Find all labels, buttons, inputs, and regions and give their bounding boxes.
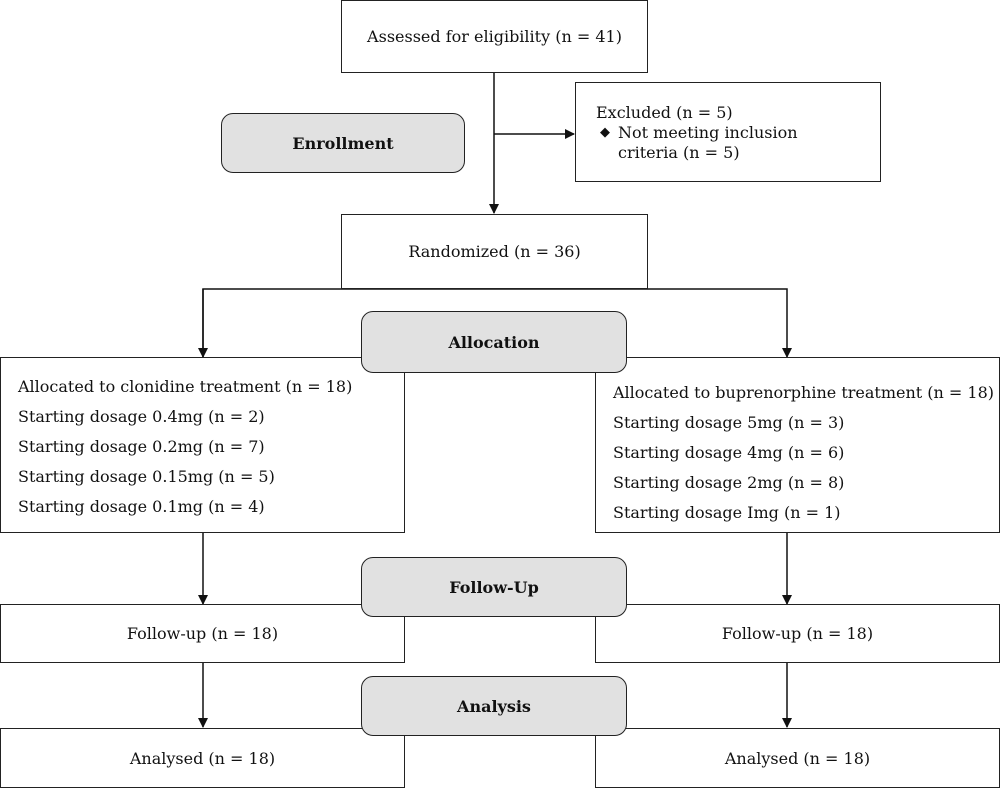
excluded-title: Excluded (n = 5) (596, 103, 733, 122)
clonidine-followup-box: Follow-up (n = 18) (0, 604, 405, 663)
buprenorphine-line: Starting dosage 5mg (n = 3) (613, 413, 845, 432)
clonidine-analysed-box: Analysed (n = 18) (0, 728, 405, 788)
buprenorphine-followup-box: Follow-up (n = 18) (595, 604, 1000, 663)
stage-analysis-label: Analysis (457, 696, 531, 716)
stage-allocation-label: Allocation (448, 332, 540, 352)
clonidine-allocation-box: Allocated to clonidine treatment (n = 18… (0, 357, 405, 533)
stage-analysis: Analysis (361, 676, 627, 736)
buprenorphine-analysed-label: Analysed (n = 18) (724, 748, 871, 768)
clonidine-analysed-label: Analysed (n = 18) (129, 748, 276, 768)
clonidine-line: Starting dosage 0.4mg (n = 2) (18, 407, 265, 426)
stage-enrollment: Enrollment (221, 113, 465, 173)
clonidine-line: Starting dosage 0.1mg (n = 4) (18, 497, 265, 516)
excluded-reason-line2: criteria (n = 5) (618, 143, 740, 162)
buprenorphine-line: Starting dosage Img (n = 1) (613, 503, 841, 522)
clonidine-line: Allocated to clonidine treatment (n = 18… (18, 377, 353, 396)
excluded-reason-line1: Not meeting inclusion (618, 123, 798, 142)
diamond-bullet-icon: ◆ (600, 125, 610, 140)
buprenorphine-line: Starting dosage 4mg (n = 6) (613, 443, 845, 462)
stage-followup-label: Follow-Up (449, 577, 539, 597)
buprenorphine-line: Allocated to buprenorphine treatment (n … (613, 383, 995, 402)
assessed-box: Assessed for eligibility (n = 41) (341, 0, 648, 73)
buprenorphine-line: Starting dosage 2mg (n = 8) (613, 473, 845, 492)
excluded-reason: ◆ Not meeting inclusion criteria (n = 5) (596, 123, 880, 163)
excluded-box: Excluded (n = 5) ◆ Not meeting inclusion… (575, 82, 881, 182)
randomized-box: Randomized (n = 36) (341, 214, 648, 289)
stage-allocation: Allocation (361, 311, 627, 373)
stage-followup: Follow-Up (361, 557, 627, 617)
buprenorphine-analysed-box: Analysed (n = 18) (595, 728, 1000, 788)
clonidine-line: Starting dosage 0.2mg (n = 7) (18, 437, 265, 456)
randomized-label: Randomized (n = 36) (408, 242, 581, 261)
buprenorphine-followup-label: Follow-up (n = 18) (721, 624, 874, 643)
clonidine-line: Starting dosage 0.15mg (n = 5) (18, 467, 275, 486)
buprenorphine-allocation-box: Allocated to buprenorphine treatment (n … (595, 357, 1000, 533)
stage-enrollment-label: Enrollment (292, 133, 394, 153)
assessed-label: Assessed for eligibility (n = 41) (367, 27, 622, 46)
clonidine-followup-label: Follow-up (n = 18) (126, 624, 279, 643)
